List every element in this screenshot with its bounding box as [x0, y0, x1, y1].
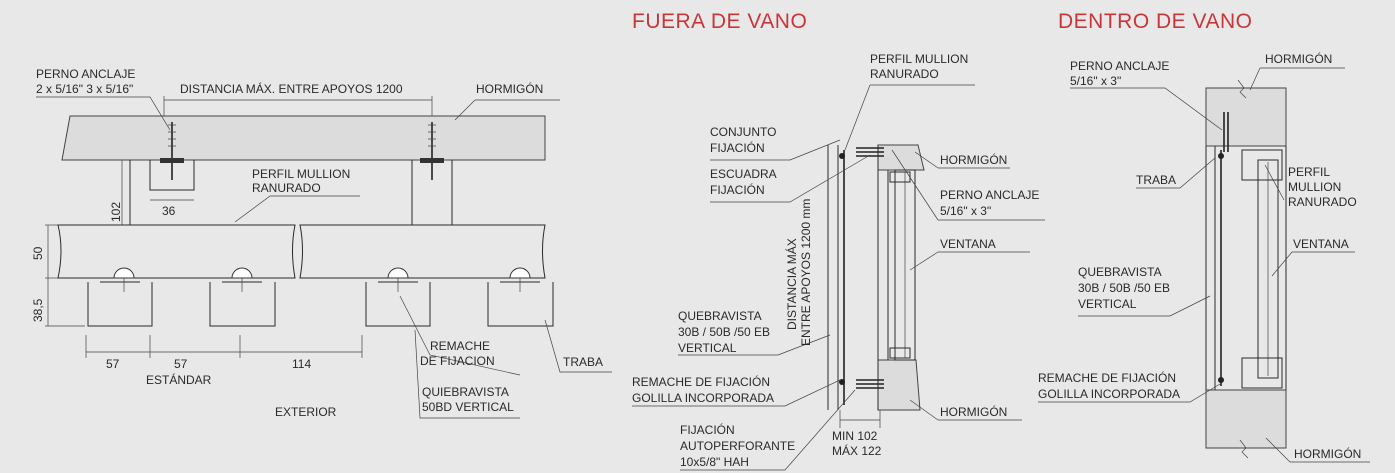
title-fuera-de-vano: FUERA DE VANO [632, 10, 807, 33]
label-ranurado-right: RANURADO [1288, 195, 1357, 209]
label-ventana-mid: VENTANA [940, 237, 996, 251]
label-quiebravista: QUIEBRAVISTA [422, 385, 509, 399]
concrete-bottom-right [1205, 389, 1287, 449]
label-perfil-mullion-mid: PERFIL MULLION [870, 52, 968, 66]
bracket-1 [129, 160, 195, 225]
left-section: PERNO ANCLAJE 2 x 5/16" 3 x 5/16" DISTAN… [31, 67, 612, 419]
label-vertical-mid: VERTICAL [678, 341, 737, 355]
label-perfil-mullion: PERFIL MULLION [252, 167, 350, 181]
label-mullion-right: MULLION [1288, 180, 1341, 194]
label-hormigon-right-top: HORMIGÓN [1265, 51, 1332, 66]
quiebravista-fins [87, 278, 554, 327]
label-remache: REMACHE [430, 339, 490, 353]
label-ventana-right: VENTANA [1293, 237, 1349, 251]
label-distancia-max-mid: DISTANCIA MÁX [784, 238, 799, 330]
label-golilla-right: GOLILLA INCORPORADA [1038, 387, 1180, 401]
label-perno-anclaje: PERNO ANCLAJE [36, 67, 135, 81]
concrete-top-right [1205, 87, 1287, 147]
label-vertical-right: VERTICAL [1078, 297, 1137, 311]
dim-57-a: 57 [106, 357, 120, 371]
label-entre-apoyos-mid: ENTRE APOYOS 1200 mm [799, 199, 813, 346]
dim-50: 50 [31, 246, 45, 260]
label-estandar: ESTÁNDAR [146, 372, 212, 387]
label-escuadra-fijacion: FIJACIÓN [710, 182, 765, 197]
label-perno-anclaje-right: PERNO ANCLAJE [1070, 59, 1169, 73]
label-quebravista-types-mid: 30B / 50B /50 EB [678, 325, 770, 339]
middle-section: PERFIL MULLION RANURADO CONJUNTO FIJACIÓ… [632, 52, 1045, 471]
label-conjunto-fijacion: FIJACIÓN [710, 140, 765, 155]
label-traba: TRABA [563, 355, 603, 369]
anchor-right-top [1223, 112, 1229, 152]
dim-102: 102 [109, 202, 123, 222]
label-hormigon-mid-bot: HORMIGÓN [940, 404, 1007, 419]
concrete-slab-left [61, 115, 546, 161]
label-conjunto: CONJUNTO [710, 125, 776, 139]
anchor-middle-top [856, 147, 884, 157]
label-golilla-mid: GOLILLA INCORPORADA [632, 391, 774, 405]
label-max-mid: MÁX 122 [832, 443, 882, 458]
label-autoperforante-mid: AUTOPERFORANTE [680, 439, 795, 453]
anchor-bolt-1 [160, 122, 184, 180]
anchor-middle-bottom [856, 379, 884, 389]
label-quebravista-types-right: 30B / 50B /50 EB [1078, 281, 1170, 295]
label-escuadra: ESCUADRA [710, 167, 777, 181]
label-perno-size-mid: 5/16" x 3" [940, 204, 991, 218]
label-exterior: EXTERIOR [275, 405, 337, 419]
label-perno-anclaje-size: 2 x 5/16" 3 x 5/16" [36, 82, 133, 96]
label-perfil-right: PERFIL [1288, 165, 1330, 179]
label-traba-right: TRABA [1136, 173, 1176, 187]
label-hormigon: HORMIGÓN [476, 81, 543, 96]
label-hormigon-mid-top: HORMIGÓN [940, 152, 1007, 167]
label-quebravista-right: QUEBRAVISTA [1078, 265, 1162, 279]
anchor-bolt-2 [420, 122, 444, 180]
title-dentro-de-vano: DENTRO DE VANO [1058, 10, 1252, 33]
mullion-profile-1 [57, 224, 296, 279]
label-perno-anclaje-mid: PERNO ANCLAJE [940, 188, 1039, 202]
rivets [113, 267, 531, 279]
label-hah-mid: 10x5/8" HAH [680, 455, 749, 469]
mullion-profile-2 [299, 224, 546, 279]
dim-38-5: 38,5 [31, 298, 45, 322]
concrete-top-middle [877, 144, 925, 171]
label-ranurado-mid: RANURADO [870, 67, 939, 81]
right-section: PERNO ANCLAJE 5/16" x 3" HORMIGÓN TRABA … [1038, 51, 1370, 463]
label-remache-fijacion-right: REMACHE DE FIJACIÓN [1038, 370, 1176, 385]
dim-114: 114 [292, 357, 311, 371]
label-fijacion-mid: FIJACIÓN [680, 422, 735, 437]
label-50bd-vertical: 50BD VERTICAL [422, 400, 514, 414]
bracket-2 [411, 160, 453, 225]
label-perno-size-right: 5/16" x 3" [1070, 74, 1121, 88]
label-perfil-ranurado: RANURADO [252, 181, 321, 195]
dim-36: 36 [162, 204, 176, 218]
label-hormigon-right-bot: HORMIGÓN [1294, 446, 1361, 461]
label-quebravista-mid: QUEBRAVISTA [678, 309, 762, 323]
label-distancia-max: DISTANCIA MÁX. ENTRE APOYOS 1200 [180, 81, 403, 96]
label-de-fijacion: DE FIJACION [420, 354, 495, 368]
dim-57-b: 57 [174, 357, 188, 371]
label-min-mid: MIN 102 [832, 429, 878, 443]
label-remache-fijacion-mid: REMACHE DE FIJACIÓN [632, 374, 770, 389]
